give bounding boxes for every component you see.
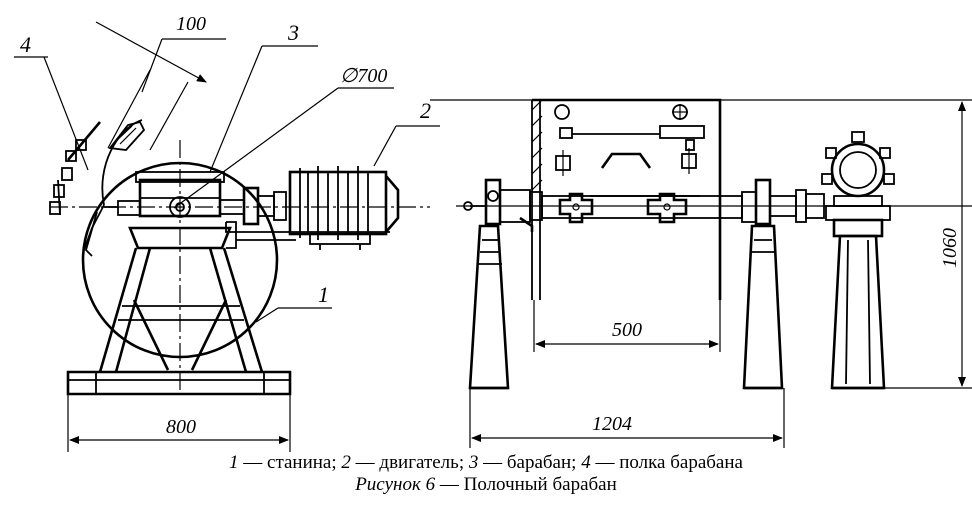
callout-4: 4 [20, 32, 31, 57]
stand [66, 226, 292, 396]
dimension-1204: 1204 [592, 413, 632, 435]
shelf-drum-drawing: 4 100 3 ∅700 2 1 800 [14, 13, 972, 452]
legend-num-4: 4 [581, 452, 591, 473]
legend-text-1: — станина; [238, 452, 342, 473]
figure-caption: Рисунок 6 — Полочный барабан [0, 474, 972, 496]
legend-text-2: — двигатель; [350, 452, 469, 473]
legend-caption: 1 — станина; 2 — двигатель; 3 — барабан;… [0, 452, 972, 474]
legend-num-1: 1 [229, 452, 239, 473]
figure-title: — Полочный барабан [435, 474, 617, 495]
dimension-1060: 1060 [939, 228, 961, 268]
legend-num-3: 3 [468, 452, 479, 473]
legend-text-3: — барабан; [478, 452, 582, 473]
side-view: 4 100 3 ∅700 2 1 800 [14, 13, 440, 452]
motor-end-view [821, 131, 895, 390]
callout-3: 3 [287, 20, 299, 45]
legend-num-2: 2 [341, 452, 351, 473]
callout-diameter: ∅700 [340, 65, 387, 87]
legend-text-4: — полка барабана [590, 452, 743, 473]
front-view: 500 1204 1060 [430, 98, 972, 448]
dimension-800: 800 [166, 416, 196, 438]
motor [288, 166, 400, 250]
callout-2: 2 [420, 98, 431, 123]
callout-100: 100 [176, 13, 206, 35]
dimension-500: 500 [612, 319, 642, 341]
callout-1: 1 [318, 282, 329, 307]
figure-label: Рисунок 6 [355, 474, 436, 495]
